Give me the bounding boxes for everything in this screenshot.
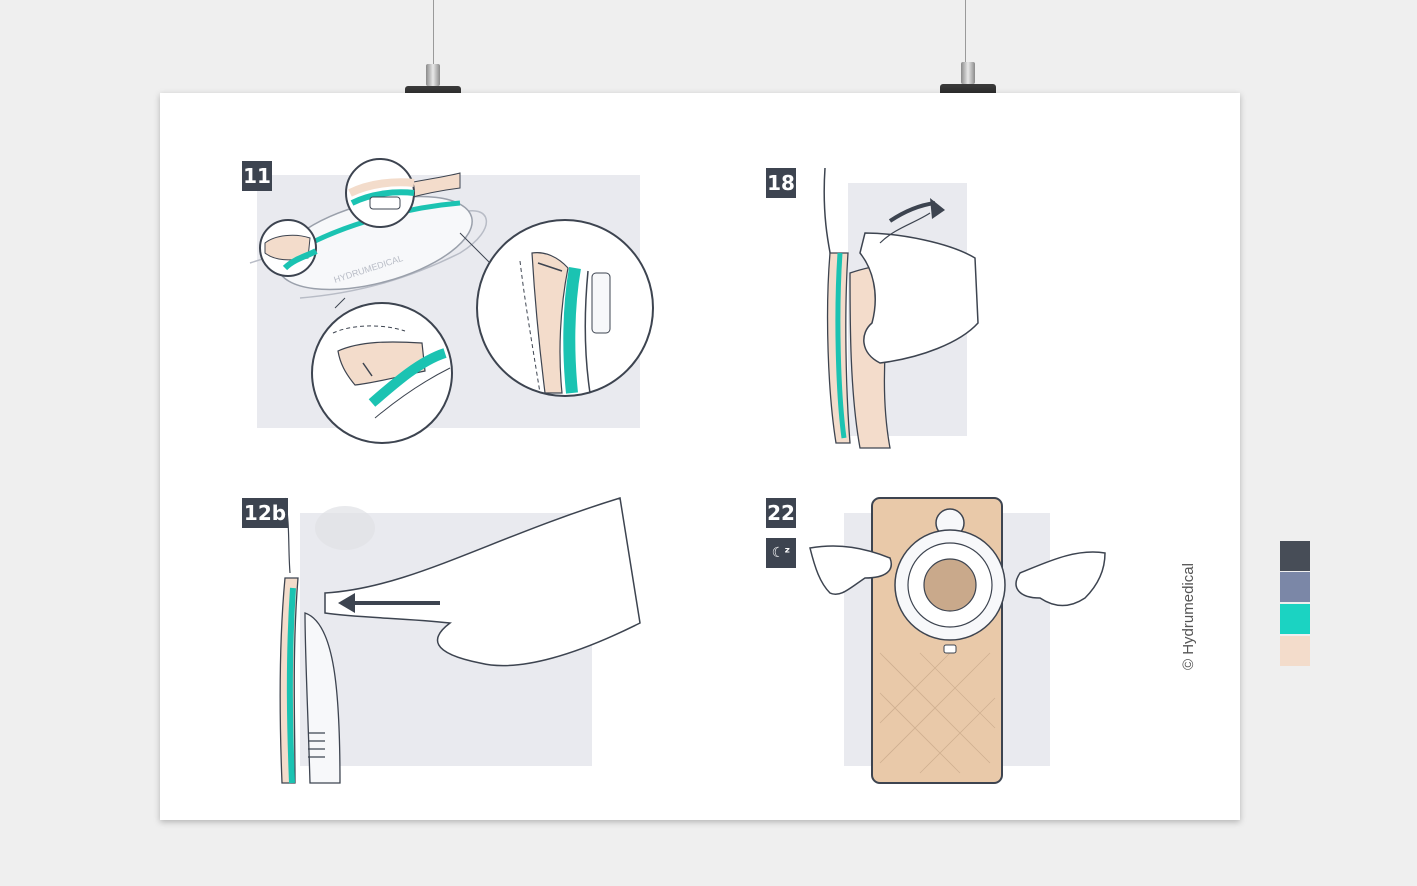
- palette-swatch-teal: [1280, 604, 1310, 634]
- palette-swatch-dark-gray: [1280, 541, 1310, 571]
- hanging-wire-right: [965, 0, 966, 66]
- step-badge: 22: [766, 498, 796, 528]
- instruction-poster: 11 HYDRUMEDICAL: [160, 93, 1240, 820]
- baseplate-press-illustration: [279, 497, 641, 784]
- pouch-removal-illustration: [823, 167, 979, 449]
- copyright-credit: © Hydrumedical: [1180, 563, 1197, 670]
- palette-swatch-slate-blue: [1280, 572, 1310, 602]
- drainable-pouch-illustration: [809, 497, 1106, 784]
- step-badge: 11: [242, 161, 272, 191]
- ostomy-baseplate-illustration: HYDRUMEDICAL: [249, 158, 654, 444]
- hanging-wire-left: [433, 0, 434, 66]
- overnight-icon: ☾ᶻ: [766, 538, 796, 568]
- step-badge: 18: [766, 168, 796, 198]
- step-badge: 12b: [242, 498, 288, 528]
- palette-swatch-skin: [1280, 636, 1310, 666]
